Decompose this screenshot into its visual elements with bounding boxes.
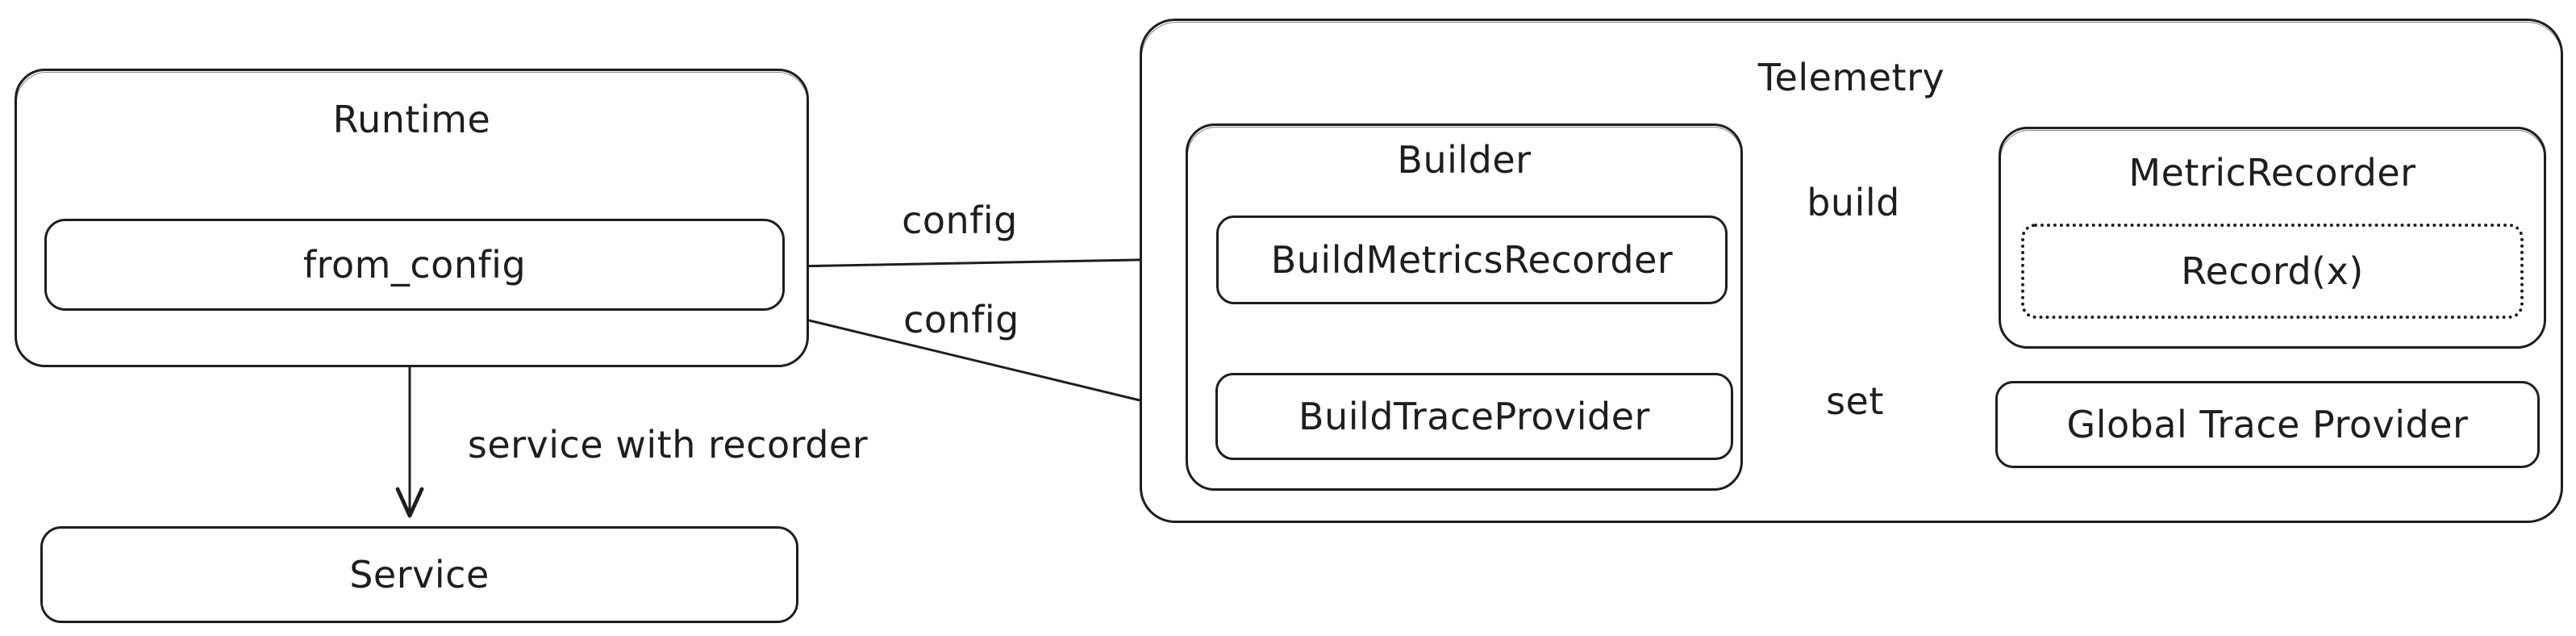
service-label: Service	[349, 553, 490, 596]
service-box: Service	[40, 526, 798, 623]
edge-label-config-top: config	[902, 199, 1018, 242]
runtime-group-box: Runtime	[15, 69, 809, 367]
from-config-box: from_config	[44, 219, 785, 311]
metric-recorder-label: MetricRecorder	[2128, 151, 2416, 195]
record-box: Record(x)	[2021, 224, 2524, 319]
from-config-label: from_config	[302, 243, 527, 287]
build-trace-provider-box: BuildTraceProvider	[1215, 373, 1733, 460]
builder-label: Builder	[1397, 138, 1532, 182]
edge-label-set: set	[1826, 379, 1884, 423]
edge-label-service-with-recorder: service with recorder	[467, 423, 869, 467]
build-trace-provider-label: BuildTraceProvider	[1298, 395, 1650, 438]
global-trace-provider-label: Global Trace Provider	[2066, 403, 2469, 446]
edge-label-config-bottom: config	[903, 298, 1019, 341]
edge-config-to-metrics	[792, 245, 1184, 274]
global-trace-provider-box: Global Trace Provider	[1995, 381, 2540, 468]
build-metrics-recorder-label: BuildMetricsRecorder	[1270, 238, 1674, 282]
build-metrics-recorder-box: BuildMetricsRecorder	[1216, 215, 1728, 304]
telemetry-label: Telemetry	[1757, 56, 1945, 99]
edge-label-build: build	[1807, 181, 1900, 224]
record-label: Record(x)	[2181, 249, 2364, 293]
runtime-label: Runtime	[332, 98, 491, 141]
